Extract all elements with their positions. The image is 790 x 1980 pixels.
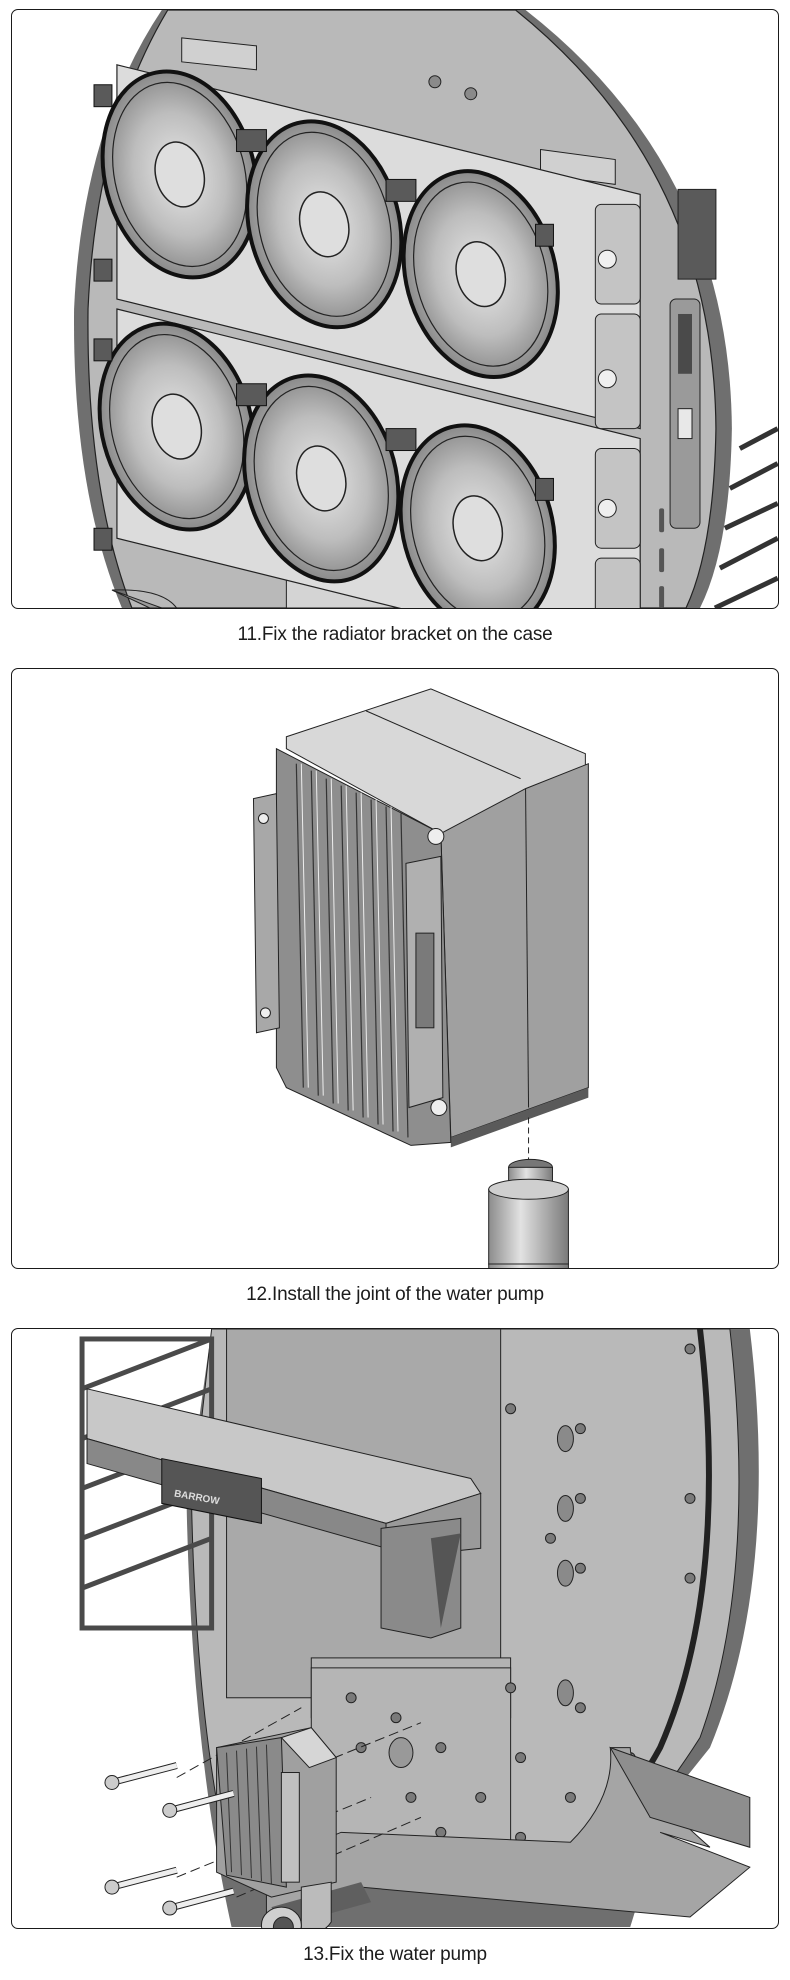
gpu-waterblock-terminal <box>161 1457 262 1524</box>
step-12-illustration-panel <box>11 668 779 1269</box>
fix-water-pump-drawing: BARROW <box>79 1329 759 1928</box>
fans <box>97 69 560 608</box>
step-11-illustration-panel <box>11 9 779 609</box>
step-13-illustration-panel: BARROW <box>11 1328 779 1929</box>
mounting-screws <box>104 1762 235 1916</box>
step-12-caption: 12.Install the joint of the water pump <box>246 1284 544 1305</box>
step-11-caption: 11.Fix the radiator bracket on the case <box>237 624 553 645</box>
screw-holes <box>345 1343 696 1843</box>
water-pump-joint-drawing <box>252 688 589 1268</box>
water-pump <box>216 1727 338 1928</box>
step-13-caption: 13.Fix the water pump <box>303 1944 487 1965</box>
radiator-bracket-drawing <box>73 10 778 608</box>
rotary-elbow-fitting <box>488 1158 569 1268</box>
case-base <box>265 1747 751 1918</box>
pcie-slot-brackets <box>713 426 778 608</box>
